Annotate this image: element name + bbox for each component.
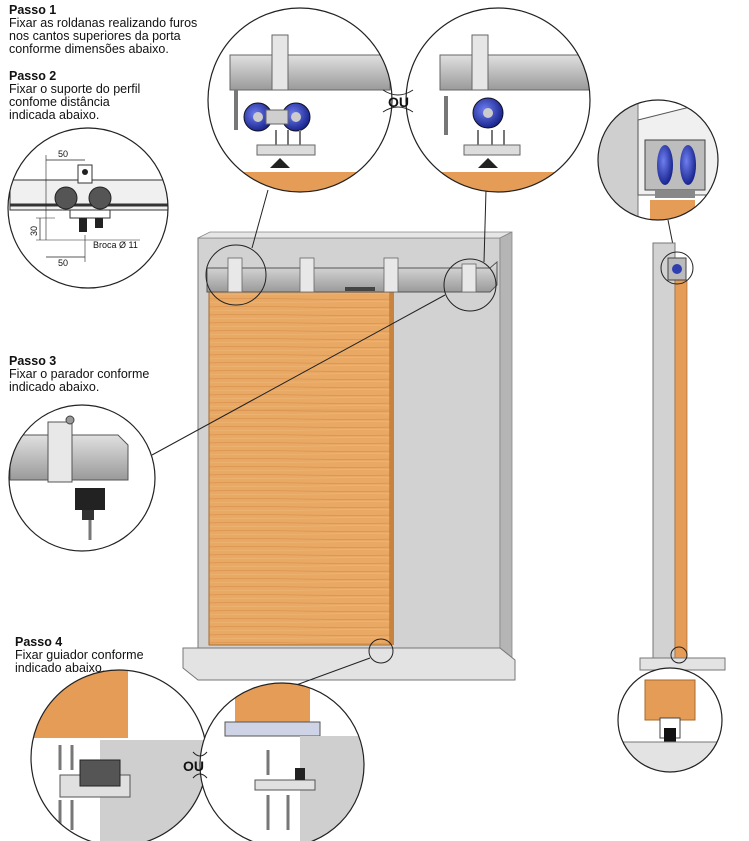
or-label-bottom: OU <box>183 758 204 774</box>
sliding-door <box>208 288 391 646</box>
wall-side-edge <box>499 231 513 666</box>
or-separator-top: OU <box>382 89 414 113</box>
zoom-marker-guide <box>368 638 394 664</box>
step-3-text: Passo 3 Fixar o parador conforme indicad… <box>9 355 149 394</box>
detail-rollers-option-b <box>405 7 591 193</box>
step-2-title: Passo 2 <box>9 69 57 83</box>
step-1-text: Passo 1 Fixar as roldanas realizando fur… <box>9 4 197 56</box>
step-4-text: Passo 4 Fixar guiador conforme indicado … <box>15 636 144 675</box>
detail-side-bottom <box>617 667 723 773</box>
detail-side-top <box>597 99 719 221</box>
or-label-top: OU <box>388 94 409 110</box>
dim-height: 30 <box>29 226 39 236</box>
rail-bracket-1 <box>227 257 243 293</box>
detail-dimensions: 50 30 50 Broca Ø 11 <box>7 127 169 289</box>
rail-stopper <box>345 287 375 291</box>
floor-step <box>182 647 516 681</box>
side-section <box>639 242 726 671</box>
main-assembly <box>182 231 516 681</box>
rail-bracket-2 <box>299 257 315 293</box>
dim-top-width: 50 <box>58 149 68 159</box>
detail-rollers-option-a <box>207 7 393 193</box>
step-1-description: Fixar as roldanas realizando furos nos c… <box>9 16 198 56</box>
zoom-marker-roller <box>205 244 267 306</box>
detail-guide-option-b <box>199 682 365 841</box>
step-4-description: Fixar guiador conforme indicado abaixo. <box>15 648 144 675</box>
door-edge <box>390 289 394 645</box>
step-1-title: Passo 1 <box>9 3 57 17</box>
rail-bracket-4 <box>461 263 477 293</box>
step-2-description: Fixar o suporte do perfil confome distân… <box>9 82 141 122</box>
detail-stopper <box>8 404 156 552</box>
zoom-marker-stopper <box>443 258 497 312</box>
step-2-text: Passo 2 Fixar o suporte do perfil confom… <box>9 70 140 122</box>
step-3-title: Passo 3 <box>9 354 57 368</box>
dim-bottom-width: 50 <box>58 258 68 268</box>
dim-drill: Broca Ø 11 <box>93 240 138 250</box>
rail-bracket-3 <box>383 257 399 293</box>
wall-top-edge <box>197 231 513 239</box>
step-3-description: Fixar o parador conforme indicado abaixo… <box>9 367 150 394</box>
or-separator-bottom: OU <box>183 751 208 779</box>
step-4-title: Passo 4 <box>15 635 63 649</box>
